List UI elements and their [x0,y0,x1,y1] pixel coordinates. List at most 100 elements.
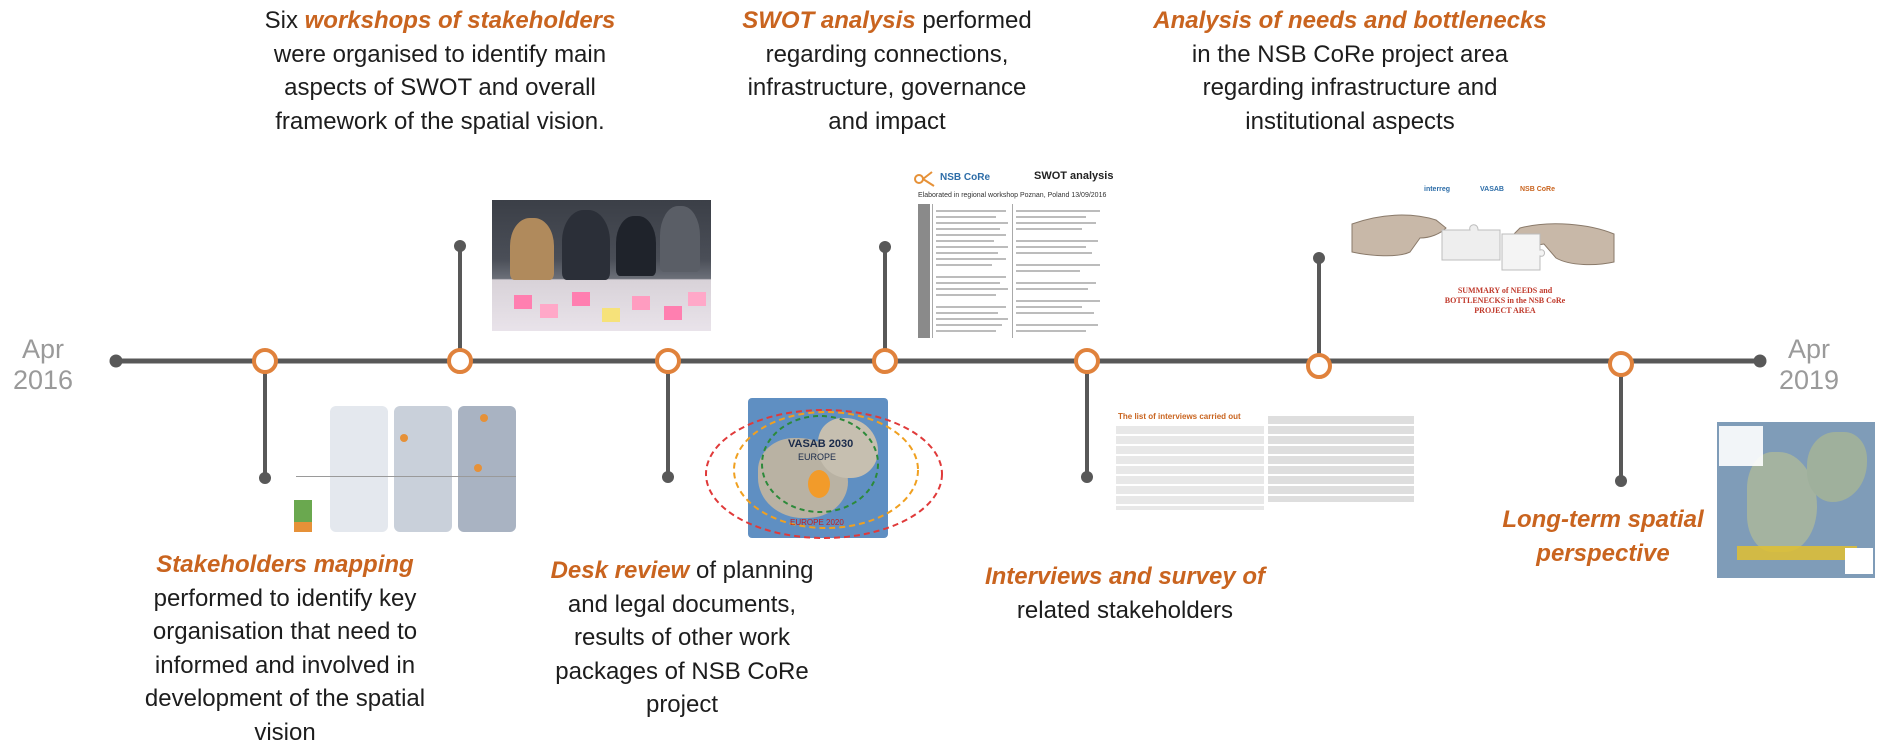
mapping-dot [474,464,482,472]
swot-doc-divider [1012,204,1013,338]
sticky-note [688,292,706,306]
needs-bottlenecks-image: interreg VASAB NSB CoRe SUMMARY of NEEDS… [1350,180,1616,330]
sticky-note [602,308,620,322]
caption-needs-highlight: Analysis of needs and bottlenecks [1153,7,1547,34]
map-land [1807,432,1867,502]
interviews-document-thumbnail: The list of interviews carried out [1114,410,1416,510]
caption-workshops-highlight: workshops of stakeholders [304,7,616,34]
timeline-start-dot [109,354,123,368]
caption-swot: SWOT analysis performed regarding connec… [732,4,1042,138]
text-line [936,276,1006,278]
node-swot [872,348,898,374]
caption-longterm: Long-term spatial perspective [1488,503,1718,570]
text-line [936,252,998,254]
swot-doc-sidebar [918,204,930,338]
text-line [936,282,1000,284]
text-line [936,330,996,332]
map-logo [1845,548,1873,574]
text-line [1016,252,1092,254]
node-workshops [447,348,473,374]
map-label-europe2020: EUROPE 2020 [790,518,844,527]
stem-end-needs [1313,252,1325,264]
text-line [936,264,992,266]
stem-end-mapping [259,472,271,484]
map-overlay [705,409,943,539]
caption-swot-body: performed regarding connections, infrast… [747,7,1032,135]
sticky-note [514,295,532,309]
sticky-note [664,306,682,320]
caption-workshops-pre: Six [264,7,305,34]
mapping-column [394,406,452,532]
mapping-legend-block [294,522,312,532]
sticky-note [572,292,590,306]
swot-doc-title: SWOT analysis [1034,170,1114,182]
text-line [1016,210,1100,212]
text-line [1016,288,1088,290]
text-line [936,258,1006,260]
caption-interviews-highlight: Interviews and survey of [984,563,1266,590]
caption-mapping: Stakeholders mapping performed to identi… [120,548,450,749]
caption-swot-highlight: SWOT analysis [742,7,916,34]
stakeholders-mapping-thumbnail [294,404,520,534]
mapping-dot [400,434,408,442]
map-highlight-region [808,470,830,498]
text-line [936,210,1006,212]
node-mapping [252,348,278,374]
map-label-vasab: VASAB 2030 [788,438,854,450]
mapping-divider [296,476,516,477]
caption-mapping-highlight: Stakeholders mapping [156,551,414,578]
mapping-column [330,406,388,532]
text-line [936,288,1008,290]
person-figure [510,218,554,280]
stem-end-workshops [454,240,466,252]
node-desk [655,348,681,374]
text-line [936,312,998,314]
text-line [936,294,996,296]
needs-image-caption: SUMMARY of NEEDS and BOTTLENECKS in the … [1444,286,1566,315]
needs-logo-nsbcore: NSB CoRe [1520,186,1556,193]
swot-document-thumbnail: NSB CoRe SWOT analysis Elaborated in reg… [910,164,1160,342]
text-line [1016,240,1098,242]
text-line [1016,270,1080,272]
map-corridor [1737,546,1857,560]
node-interviews [1074,348,1100,374]
caption-workshops-body: were organised to identify main aspects … [273,40,607,135]
map-land [1747,452,1817,552]
interviews-doc-title: The list of interviews carried out [1118,412,1241,421]
text-line [1016,306,1082,308]
needs-logo-interreg: interreg [1424,186,1451,193]
end-date-label: Apr 2019 [1778,334,1840,395]
text-line [936,318,1008,320]
timeline-end-dot [1753,354,1767,368]
sticky-note [632,296,650,310]
caption-mapping-body: performed to identify key organisation t… [144,584,426,746]
stem-end-desk [662,471,674,483]
text-line [936,324,1002,326]
stem-end-swot [879,241,891,253]
interviews-table-left [1116,426,1264,510]
caption-desk-highlight: Desk review [550,557,690,584]
text-line [936,234,1006,236]
text-line [1016,246,1086,248]
person-figure [616,216,656,276]
text-line [1016,330,1086,332]
longterm-map-thumbnail [1717,422,1875,578]
person-figure [660,206,700,272]
text-line [1016,264,1100,266]
node-longterm [1608,351,1634,377]
stem-end-interviews [1081,471,1093,483]
node-needs [1306,353,1332,379]
caption-needs: Analysis of needs and bottlenecks in the… [1140,4,1560,138]
workshop-photo [492,200,711,331]
swot-doc-subtitle: Elaborated in regional workshop Poznan, … [918,192,1107,199]
map-background [748,398,888,538]
mapping-dot [480,414,488,422]
hands-puzzle-icon [1351,214,1615,271]
text-line [936,216,996,218]
text-line [936,240,994,242]
text-line [936,222,1008,224]
caption-interviews-body: related stakeholders [1016,596,1234,624]
text-line [936,228,1000,230]
stem-end-longterm [1615,475,1627,487]
